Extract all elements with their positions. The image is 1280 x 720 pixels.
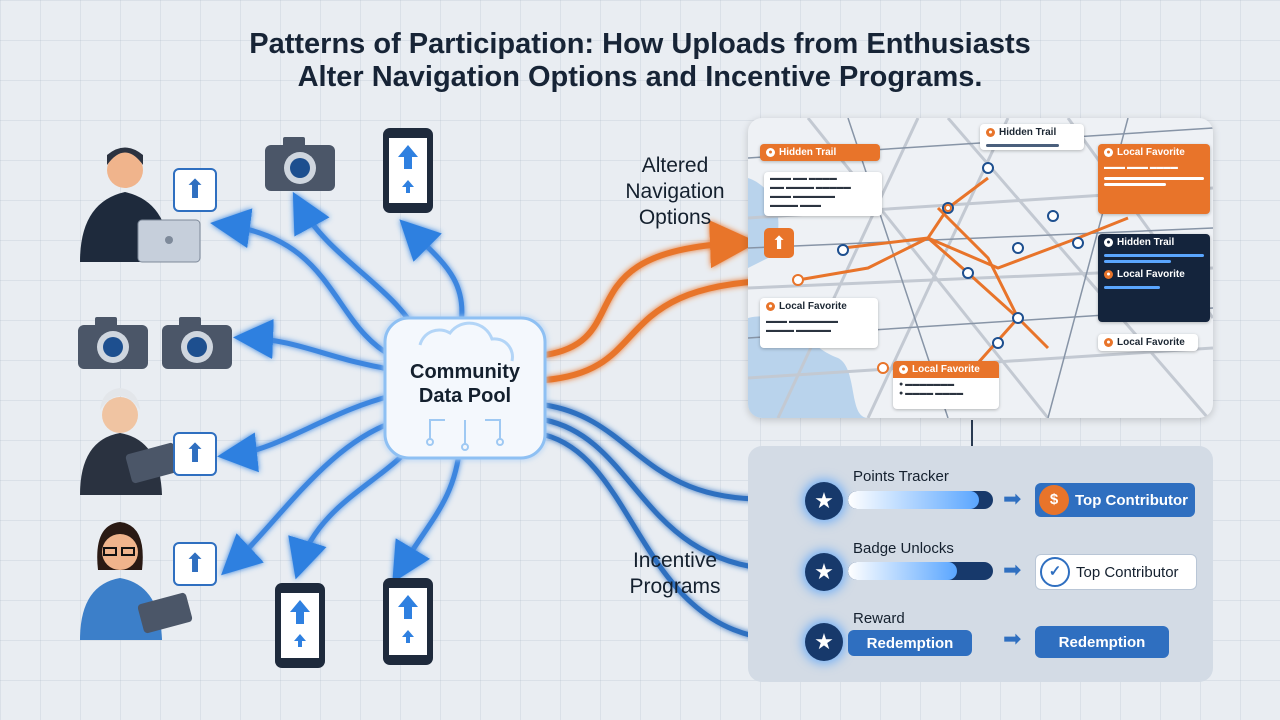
nav-flow-1 [542,220,758,358]
pin-icon: ● [766,302,775,311]
map-card-title: Local Favorite [779,301,847,312]
flow-to-tablet-user [217,392,398,473]
map-card-hidden-trail-1[interactable]: ● Hidden Trail [760,144,880,161]
top-contributor-button-1[interactable]: $ Top Contributor [1035,483,1195,517]
map-card-title: Local Favorite [1117,337,1185,348]
pin-icon: ● [1104,338,1113,347]
navigation-label-line-1: Altered [641,154,709,177]
map-card-hidden-trail-2[interactable]: ● Hidden Trail [980,124,1084,150]
points-tracker-label: Points Tracker [853,468,949,485]
redemption-bar-label: Redemption [866,634,954,652]
badge-unlocks-label: Badge Unlocks [853,540,954,557]
flow-to-phone-top [399,219,465,333]
upload-marker-icon: ⬆ [764,228,794,258]
hub-label-line-1: Community [410,361,520,383]
map-card-title: Hidden Trail [779,147,837,158]
pin-icon: ● [1104,148,1113,157]
map-card-title: Local Favorite [1117,269,1185,280]
incentive-label-line-1: Incentive [632,549,718,572]
incentive-flow-2 [542,417,805,590]
incentive-section-label: Incentive Programs [605,548,745,600]
star-icon[interactable]: ★ [805,482,843,520]
arrow-right-icon: ➡ [1003,557,1022,582]
flow-to-phone-bottom-right [392,442,463,583]
highlighted-routes [797,176,1129,364]
incentive-flow-1 [542,402,805,520]
glasses-user-icon [80,522,193,640]
flow-to-cameras-mid [233,318,398,373]
pin-icon: ● [766,148,775,157]
camera-icon-top [265,137,335,191]
points-tracker-progress [848,491,993,509]
nav-flow-2 [542,277,798,383]
phone-icon-top [383,128,433,213]
title-line-1: Patterns of Participation: How Uploads f… [249,28,1031,60]
arrow-right-icon: ➡ [1003,626,1022,651]
progress-fill [848,491,979,509]
map-card-local-favorite-1[interactable]: ● Local Favorite ▬▬▬ ▬▬▬ ▬▬▬▬ [1098,144,1210,214]
dollar-badge-icon: $ [1039,485,1069,515]
star-icon[interactable]: ★ [805,553,843,591]
phone-icon-bottom-left [275,583,325,668]
upload-arrow-icon-3: ⬆ [173,542,217,586]
pin-icon: ● [899,365,908,374]
title-line-2: Alter Navigation Options and Incentive P… [297,61,983,93]
camera-icon-right [162,317,232,369]
reward-label: Redemption [1058,633,1146,651]
incentive-flows [542,402,805,660]
progress-fill [848,562,957,580]
map-card-title: Local Favorite [1117,147,1185,158]
map-card-title: Hidden Trail [999,127,1057,138]
reward-label: Top Contributor [1076,563,1179,581]
incentive-flow-3 [542,432,805,660]
navigation-label-line-2: Navigation [625,180,725,203]
page-title: Patterns of Participation: How Uploads f… [0,28,1280,94]
map-card-local-favorite-2[interactable]: ● Local Favorite [1098,334,1198,351]
reward-label-top: Reward [853,610,905,627]
incentive-label-line-2: Programs [629,575,721,598]
map-card-title: Local Favorite [912,364,980,375]
upload-arrow-icon-1: ⬆ [173,168,217,212]
badge-unlocks-progress [848,562,993,580]
map-card-dark[interactable]: ● Hidden Trail ● Local Favorite [1098,234,1210,322]
star-icon[interactable]: ★ [805,623,843,661]
pin-icon: ● [1104,238,1113,247]
reward-label: Top Contributor [1075,491,1189,509]
laptop-user-icon [80,147,201,263]
check-shield-icon: ✓ [1040,557,1070,587]
phone-icon-bottom-right [383,578,433,665]
hub-label: Community Data Pool [385,360,545,408]
flow-to-laptop-user [210,208,403,363]
navigation-map[interactable]: ● Hidden Trail ▬▬▬ ▬▬ ▬▬▬▬▬▬ ▬▬▬▬ ▬▬▬▬▬▬… [748,118,1213,418]
navigation-flows [542,220,798,383]
map-card-detail-text: ▬▬▬ ▬▬ ▬▬▬▬▬▬ ▬▬▬▬ ▬▬▬▬▬▬▬▬ ▬▬▬▬▬▬▬▬▬▬ ▬… [764,172,882,216]
map-card-title: Hidden Trail [1117,237,1175,248]
map-card-local-favorite-4[interactable]: ● Local Favorite ● ▬▬▬▬▬▬▬● ▬▬▬▬ ▬▬▬▬ [893,361,999,409]
community-data-pool-cloud [383,316,547,460]
map-card-local-favorite-3[interactable]: ● Local Favorite ▬▬▬ ▬▬▬▬▬▬▬▬▬▬▬ ▬▬▬▬▬ [760,298,878,348]
pin-icon: ● [986,128,995,137]
flow-to-glasses-user [221,417,403,576]
top-contributor-button-2[interactable]: ✓ Top Contributor [1035,554,1197,590]
redemption-bar: Redemption [848,630,972,656]
redemption-button[interactable]: Redemption [1035,626,1169,658]
pin-icon: ● [1104,270,1113,279]
arrow-right-icon: ➡ [1003,486,1022,511]
camera-icon-left [78,317,148,369]
tablet-user-icon [80,388,181,495]
hub-label-line-2: Data Pool [418,385,512,407]
upload-arrow-icon-2: ⬆ [173,432,217,476]
navigation-section-label: Altered Navigation Options [600,153,750,231]
navigation-label-line-3: Options [638,206,712,229]
